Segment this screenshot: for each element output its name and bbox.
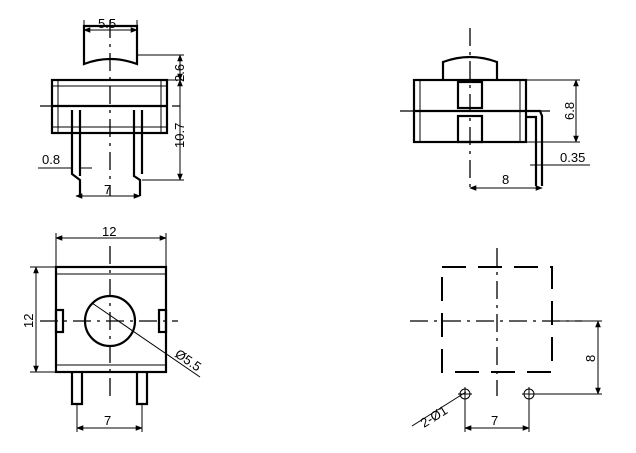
front-pin-left xyxy=(70,110,82,196)
top-pin-right xyxy=(135,372,149,406)
top-dim-height: 12 xyxy=(21,314,36,328)
front-view: 5.5 2.6 10.7 0.8 7 xyxy=(38,16,187,199)
footprint-view: 2-Ø1 7 8 xyxy=(410,248,602,432)
front-dim-total-height: 10.7 xyxy=(172,123,187,148)
top-dim-pin-spacing: 7 xyxy=(104,413,111,428)
footprint-dim-row-offset: 8 xyxy=(583,355,598,362)
front-dim-cap-height: 2.6 xyxy=(172,64,187,82)
footprint-dim-hole-spacing: 7 xyxy=(491,413,498,428)
front-dim-pin-width: 0.8 xyxy=(42,152,60,167)
side-dim-body-height: 6.8 xyxy=(562,102,577,120)
front-dim-pin-spacing: 7 xyxy=(104,182,111,197)
side-button-cap xyxy=(441,55,499,80)
side-view: 6.8 8 0.35 xyxy=(400,28,590,191)
side-dim-pin-offset: 8 xyxy=(502,172,509,187)
top-view: 12 12 Ø5.5 7 xyxy=(21,224,204,432)
top-body xyxy=(54,265,168,374)
top-dim-button-diameter: Ø5.5 xyxy=(172,346,204,374)
top-dim-width: 12 xyxy=(102,224,116,239)
top-pin-left xyxy=(70,372,84,406)
footprint-dim-holes: 2-Ø1 xyxy=(418,403,450,431)
front-pin-right xyxy=(132,110,144,196)
side-pin xyxy=(526,109,544,186)
side-dim-pin-thickness: 0.35 xyxy=(560,150,585,165)
front-dim-top-width: 5.5 xyxy=(98,16,116,31)
